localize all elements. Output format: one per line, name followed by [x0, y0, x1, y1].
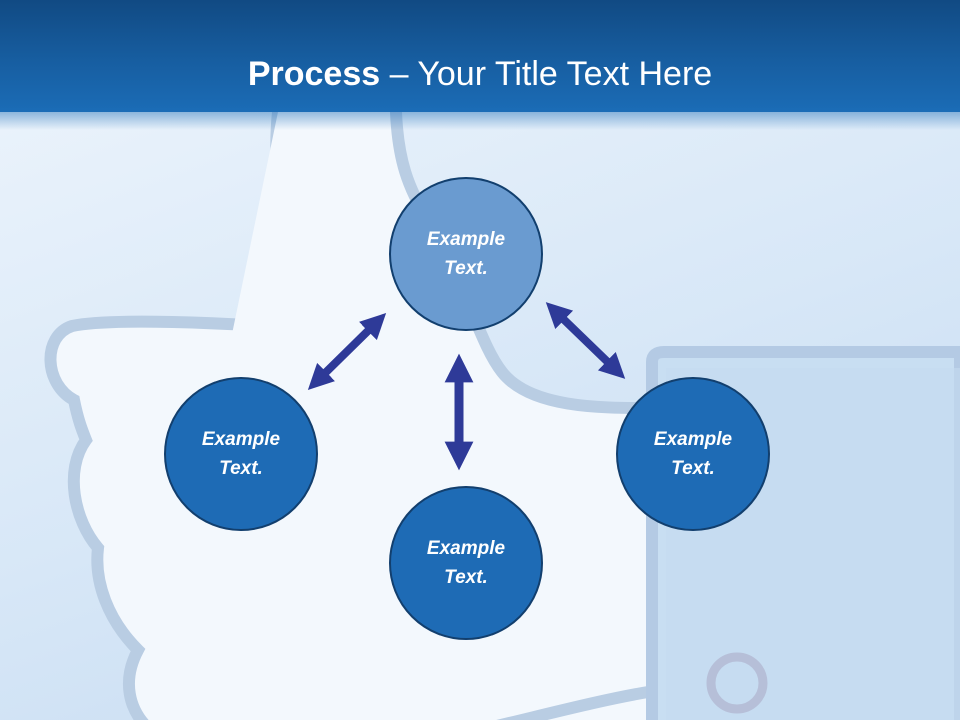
node-right-line2: Text.	[671, 458, 715, 479]
process-node-bottom[interactable]: Example Text.	[389, 486, 543, 640]
node-top-line2: Text.	[444, 258, 488, 279]
process-node-left[interactable]: Example Text.	[164, 377, 318, 531]
node-right-line1: Example	[653, 429, 733, 450]
title-rest: – Your Title Text Here	[380, 55, 713, 93]
title-bar-fade	[0, 108, 960, 130]
double-arrow-icon-right	[545, 302, 626, 379]
process-node-top[interactable]: Example Text.	[389, 177, 543, 331]
slide-title: Process – Your Title Text Here	[0, 52, 960, 96]
cuff-button-icon	[706, 652, 768, 714]
node-bottom-line2: Text.	[444, 567, 488, 588]
node-bottom-line1: Example	[426, 538, 506, 559]
double-arrow-icon-left	[307, 313, 387, 390]
node-left-line2: Text.	[219, 458, 263, 479]
title-bar	[0, 0, 960, 112]
process-node-right[interactable]: Example Text.	[616, 377, 770, 531]
node-top-line1: Example	[426, 229, 506, 250]
title-bold: Process	[247, 55, 381, 93]
node-left-line1: Example	[201, 429, 281, 450]
